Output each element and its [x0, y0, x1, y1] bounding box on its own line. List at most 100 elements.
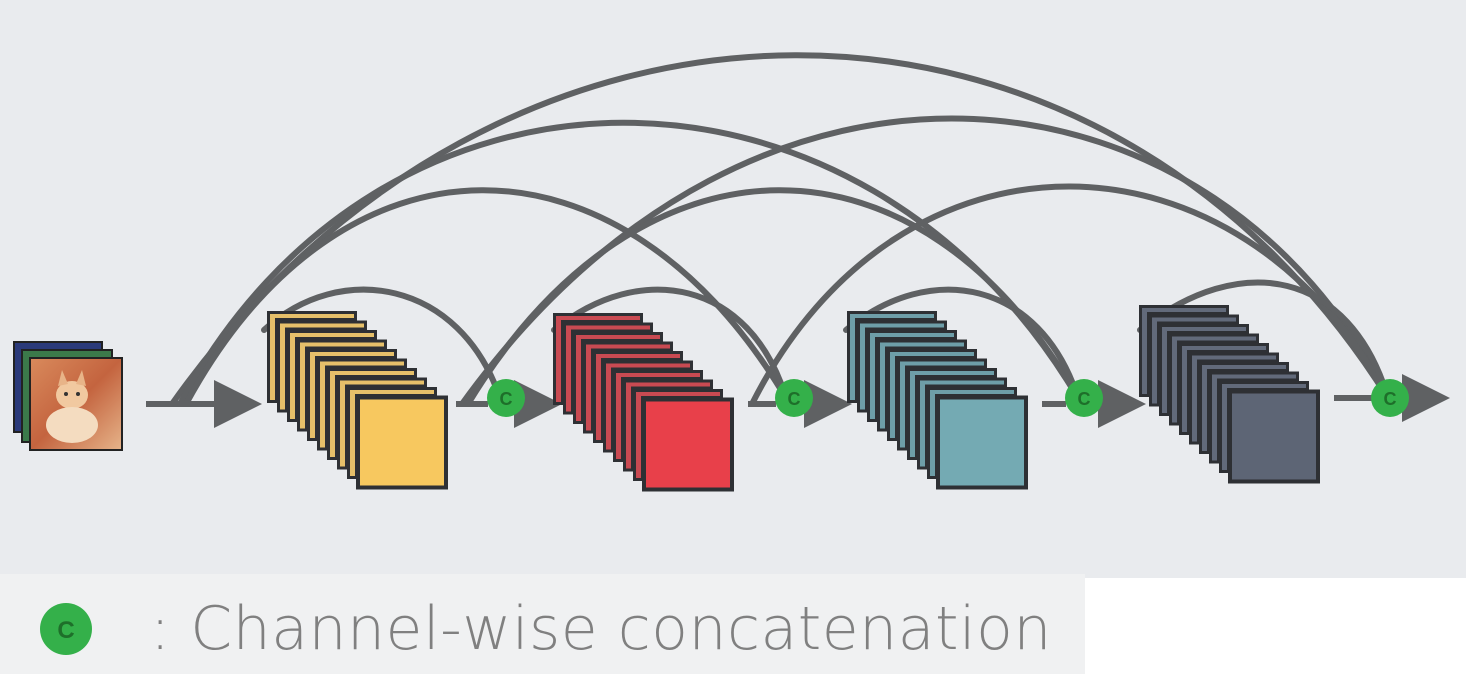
concat-node-3-circle — [1065, 379, 1103, 417]
block-2 — [553, 313, 734, 492]
block-4-layer-top — [1182, 346, 1266, 350]
block-2-layer-top — [636, 392, 720, 396]
concat-node-1-label: C — [500, 389, 513, 409]
block-2-layer-edge — [636, 392, 641, 478]
block-3-layer-top — [850, 314, 934, 318]
block-2-layer-top — [576, 335, 660, 339]
block-4-layer-top — [1202, 365, 1286, 369]
block-2-layer-top — [596, 354, 680, 358]
skip-arc-2-to-3 — [843, 286, 1081, 401]
legend-symbol: C — [40, 603, 92, 655]
concat-node-4-label: C — [1384, 389, 1397, 409]
block-4-layer-top — [1162, 327, 1246, 331]
block-1-layer-top — [280, 323, 364, 328]
concat-node-4-circle — [1371, 379, 1409, 417]
skip-arc-1-to-2 — [551, 286, 789, 401]
skip-arc-0-to-1 — [261, 286, 503, 401]
block-2-layer-top — [626, 382, 710, 387]
block-3-layer-edge — [900, 361, 905, 448]
block-3-layer-top — [870, 333, 954, 337]
block-1-layer-edge — [340, 380, 345, 467]
block-3-layer-edge — [850, 314, 855, 400]
block-4-layer-edge — [1192, 355, 1197, 442]
block-3-layer-top — [900, 361, 984, 366]
block-1-layer-top — [310, 352, 394, 356]
block-3-layer-edge — [860, 323, 865, 410]
block-2-front-face — [642, 397, 734, 492]
legend-background — [0, 574, 1085, 674]
block-2-layer-top — [586, 344, 670, 349]
skip-connections — [169, 52, 1391, 407]
concat-node-2: C — [775, 379, 813, 417]
skip-arc-0-to-4 — [169, 52, 1391, 407]
block-3-layer-edge — [920, 380, 925, 467]
block-1 — [267, 311, 448, 490]
block-2-layer-top — [556, 316, 640, 320]
block-3-front-face — [936, 395, 1028, 490]
concat-node-4: C — [1371, 379, 1409, 417]
legend-symbol-circle — [40, 603, 92, 655]
block-1-layer-edge — [310, 352, 315, 438]
concat-node-2-label: C — [788, 389, 801, 409]
skip-arc-3-to-4 — [1137, 279, 1391, 401]
block-3-layer-edge — [870, 333, 875, 419]
block-1-layer-top — [300, 342, 384, 347]
block-1-layer-edge — [320, 361, 325, 448]
block-3-layer-top — [880, 342, 964, 347]
block-3-layer-edge — [880, 342, 885, 429]
block-2-layer-edge — [586, 344, 591, 431]
block-3-layer-top — [860, 323, 944, 328]
block-2-layer-top — [606, 363, 690, 368]
block-2-layer-edge — [596, 354, 601, 440]
block-4-layer-edge — [1152, 317, 1157, 404]
dense-blocks — [267, 305, 1320, 492]
block-4-layer-edge — [1162, 327, 1167, 413]
input-image-stack — [13, 341, 123, 451]
block-3-layer-top — [920, 380, 1004, 385]
block-2-layer-edge — [576, 335, 581, 421]
block-3-layer-top — [910, 371, 994, 375]
block-2-layer-top — [566, 325, 650, 330]
concat-node-1: C — [487, 379, 525, 417]
forward-arrows — [146, 374, 1450, 428]
block-2-layer-edge — [626, 382, 631, 469]
block-1-layer-top — [290, 333, 374, 337]
block-1-layer-top — [340, 380, 424, 385]
kitten-photo-icon — [29, 357, 123, 451]
block-3-layer-edge — [930, 390, 935, 476]
block-4-layer-top — [1192, 355, 1276, 360]
block-4-layer-top — [1172, 336, 1256, 341]
block-4-layer-top — [1222, 384, 1306, 388]
block-4-layer-top — [1152, 317, 1236, 322]
block-1-layer-edge — [350, 390, 355, 476]
skip-arc-0-to-2 — [183, 187, 789, 407]
legend-symbol-label: C — [57, 617, 74, 644]
block-3 — [847, 311, 1028, 490]
block-2-layer-edge — [556, 316, 561, 402]
block-4-layer-edge — [1222, 384, 1227, 470]
block-3-layer-edge — [910, 371, 915, 457]
block-2-layer-edge — [606, 363, 611, 450]
block-2-layer-edge — [566, 325, 571, 412]
block-4-layer-edge — [1212, 374, 1217, 461]
block-4-layer-top — [1142, 308, 1226, 312]
block-2-layer-top — [616, 373, 700, 377]
block-4-layer-edge — [1182, 346, 1187, 432]
block-1-layer-top — [270, 314, 354, 318]
block-3-layer-top — [890, 352, 974, 356]
block-1-layer-top — [330, 371, 414, 375]
block-4-layer-top — [1212, 374, 1296, 379]
block-3-layer-top — [930, 390, 1014, 394]
block-4-front-face — [1228, 389, 1320, 484]
concat-node-2-circle — [775, 379, 813, 417]
block-4-layer-edge — [1202, 365, 1207, 451]
block-4 — [1139, 305, 1320, 484]
block-4-layer-edge — [1172, 336, 1177, 423]
concat-node-1-circle — [487, 379, 525, 417]
block-1-layer-edge — [290, 333, 295, 419]
block-1-layer-edge — [270, 314, 275, 400]
concat-node-3-label: C — [1078, 389, 1091, 409]
block-1-layer-top — [350, 390, 434, 394]
